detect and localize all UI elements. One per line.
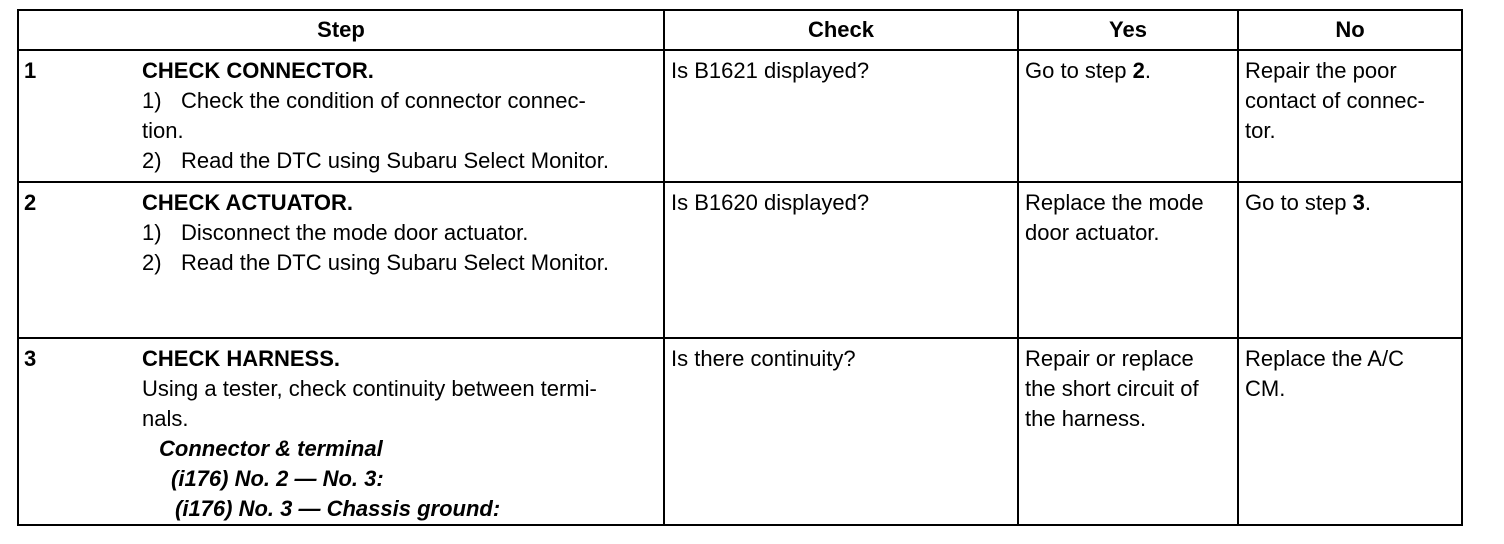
step-title: CHECK ACTUATOR. xyxy=(142,190,354,215)
step-text-continuation: nals. xyxy=(142,406,189,431)
step-cell: 2 CHECK ACTUATOR. 1)Disconnect the mode … xyxy=(17,181,665,339)
step-number: 3 xyxy=(24,346,37,371)
step-ref: 2 xyxy=(1132,58,1145,83)
step-cell: 3 CHECK HARNESS. Using a tester, check c… xyxy=(17,337,665,526)
no-cell: Go to step 3. xyxy=(1237,181,1463,339)
header-check: Check xyxy=(663,9,1019,51)
no-cell: Replace the A/C CM. xyxy=(1237,337,1463,526)
step-text: Using a tester, check continuity between… xyxy=(142,376,597,401)
header-step: Step xyxy=(17,9,665,51)
table-row: 1 CHECK CONNECTOR. 1)Check the condition… xyxy=(17,49,1463,183)
step-title: CHECK CONNECTOR. xyxy=(142,58,374,83)
no-cell: Repair the poor contact of connec- tor. xyxy=(1237,49,1463,183)
step-title: CHECK HARNESS. xyxy=(142,346,341,371)
step-number: 2 xyxy=(24,190,37,215)
connector-heading: Connector & terminal xyxy=(159,436,383,461)
step-ref: 3 xyxy=(1352,190,1365,215)
table-row: 2 CHECK ACTUATOR. 1)Disconnect the mode … xyxy=(17,181,1463,339)
troubleshooting-table: Step Check Yes No 1 CHECK CONNECTOR. 1)C… xyxy=(17,9,1463,526)
terminal-pair: (i176) No. 3 — Chassis ground: xyxy=(175,496,501,521)
header-row: Step Check Yes No xyxy=(17,9,1463,51)
step-item: 1)Disconnect the mode door actuator. xyxy=(142,220,529,245)
header-yes: Yes xyxy=(1017,9,1239,51)
header-no: No xyxy=(1237,9,1463,51)
yes-cell: Go to step 2. xyxy=(1017,49,1239,183)
step-item: 2)Read the DTC using Subaru Select Monit… xyxy=(142,148,610,173)
step-cell: 1 CHECK CONNECTOR. 1)Check the condition… xyxy=(17,49,665,183)
check-cell: Is B1621 displayed? xyxy=(663,49,1019,183)
step-item: 2)Read the DTC using Subaru Select Monit… xyxy=(142,250,610,275)
yes-cell: Repair or replace the short circuit of t… xyxy=(1017,337,1239,526)
step-item-continuation: tion. xyxy=(142,118,184,143)
yes-cell: Replace the mode door actuator. xyxy=(1017,181,1239,339)
table-row: 3 CHECK HARNESS. Using a tester, check c… xyxy=(17,337,1463,526)
step-number: 1 xyxy=(24,58,37,83)
step-item: 1)Check the condition of connector conne… xyxy=(142,88,586,113)
terminal-pair: (i176) No. 2 — No. 3: xyxy=(171,466,384,491)
check-cell: Is there continuity? xyxy=(663,337,1019,526)
check-cell: Is B1620 displayed? xyxy=(663,181,1019,339)
